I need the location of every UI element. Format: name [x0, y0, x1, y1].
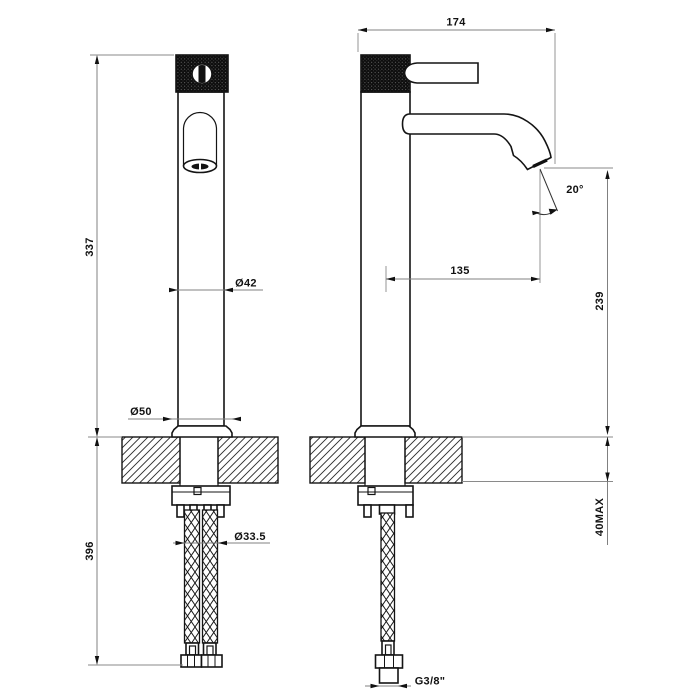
dim-body-diameter: Ø42 — [169, 278, 263, 293]
dim-spout-reach: 135 — [385, 265, 540, 292]
dim-label-20deg: 20° — [566, 184, 584, 196]
dim-label-135: 135 — [450, 265, 469, 277]
flexible-hose-side — [374, 512, 404, 684]
dim-label-239: 239 — [594, 291, 606, 310]
dim-label-g38: G3/8" — [415, 676, 446, 688]
dim-label-40max: 40MAX — [594, 498, 606, 537]
dim-supply-thread: G3/8" — [365, 676, 445, 689]
dim-height-above-deck: 337 — [84, 54, 174, 438]
spout — [401, 113, 552, 171]
dim-label-d33-5: Ø33.5 — [234, 531, 265, 543]
dim-label-d42: Ø42 — [235, 278, 257, 290]
faucet-body-side — [360, 91, 411, 427]
dimensions: 337 396 Ø42 Ø50 Ø33.5 — [84, 17, 613, 689]
dim-max-deck-thickness: 40MAX — [462, 437, 613, 545]
handle-knob-side — [360, 54, 411, 93]
mounting-flange-side — [357, 485, 414, 518]
faucet-base-side — [354, 425, 416, 438]
hose-nut — [180, 654, 203, 668]
side-view — [309, 54, 552, 684]
dim-label-337: 337 — [84, 237, 96, 256]
front-view — [121, 54, 279, 668]
hose-nut — [374, 654, 404, 669]
dim-label-d50: Ø50 — [130, 406, 152, 418]
countertop-section-front — [121, 436, 279, 484]
dim-hole-diameter: Ø33.5 — [173, 531, 270, 546]
handle-knob-front — [175, 54, 229, 93]
dim-spout-outlet-height: 239 — [462, 167, 613, 438]
flexible-hoses-front — [180, 509, 223, 668]
dim-overall-depth: 174 — [357, 17, 556, 164]
dim-label-396: 396 — [84, 541, 96, 560]
thread-end — [378, 667, 399, 684]
spout-outlet-front — [182, 111, 218, 174]
dim-spout-angle: 20° — [532, 168, 584, 283]
dim-label-174: 174 — [446, 17, 466, 29]
countertop-section-side — [309, 436, 463, 484]
mounting-flange-front — [171, 485, 231, 518]
dim-length-below-deck: 396 — [84, 437, 183, 666]
handle-lever — [403, 62, 479, 84]
hose-nut — [200, 654, 223, 668]
dim-base-diameter: Ø50 — [128, 406, 241, 422]
aerator-side — [532, 158, 548, 168]
faucet-base-front — [171, 425, 233, 438]
